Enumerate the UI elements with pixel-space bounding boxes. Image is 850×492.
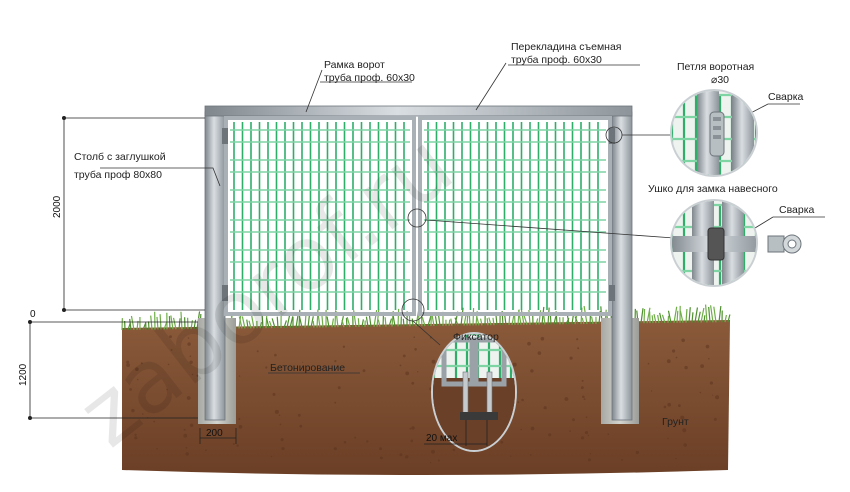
right-hinge-top bbox=[609, 128, 615, 144]
leader-lines bbox=[100, 62, 825, 374]
right-post bbox=[611, 111, 633, 421]
left-gate-mesh bbox=[230, 122, 410, 310]
crossbar-title-label: Перекладина съемная bbox=[511, 41, 622, 53]
right-hinge-bottom bbox=[609, 285, 615, 301]
post-width-label: 200 bbox=[206, 428, 223, 439]
lock-eye-label: Ушко для замка навесного bbox=[648, 183, 778, 195]
frame-pipe-label: труба проф. 60x30 bbox=[324, 72, 415, 84]
removable-crossbar bbox=[204, 105, 633, 117]
soil-label: Грунт bbox=[662, 416, 689, 428]
callout-lock-marker bbox=[407, 208, 427, 228]
depth-dimension-label: 1200 bbox=[18, 363, 29, 386]
right-gate-frame bbox=[418, 116, 612, 316]
right-gate-mesh bbox=[424, 122, 606, 310]
left-hinge-top bbox=[222, 128, 228, 144]
dimension-lines bbox=[28, 117, 488, 446]
weld-label-1: Сварка bbox=[768, 91, 804, 103]
latch-label: Фиксатор bbox=[453, 331, 499, 343]
hinge-size-label: ⌀30 bbox=[711, 74, 729, 86]
hinge-detail-view bbox=[670, 89, 758, 177]
latch-gap-label: 20 мах bbox=[426, 433, 457, 444]
soil-area bbox=[122, 320, 730, 475]
dimension-ticks bbox=[28, 116, 66, 420]
lock-eye-detail-view bbox=[670, 199, 758, 287]
left-gate-frame bbox=[224, 116, 416, 316]
latch-detail-view bbox=[431, 332, 517, 452]
post-pipe-label: труба проф 80x80 bbox=[74, 169, 162, 181]
frame-title-label: Рамка ворот bbox=[324, 59, 385, 71]
weld-label-2: Сварка bbox=[779, 204, 815, 216]
hinge-title-label: Петля воротная bbox=[677, 61, 754, 73]
height-dimension-label: 2000 bbox=[52, 195, 63, 218]
left-hinge-bottom bbox=[222, 285, 228, 301]
concreting-label: Бетонирование bbox=[270, 362, 345, 374]
post-title-label: Столб с заглушкой bbox=[74, 151, 166, 163]
soil-texture bbox=[126, 335, 720, 464]
crossbar-pipe-label: труба проф. 60x30 bbox=[511, 54, 602, 66]
zero-level-label: 0 bbox=[30, 309, 36, 320]
lock-eye-side-view bbox=[767, 234, 802, 254]
